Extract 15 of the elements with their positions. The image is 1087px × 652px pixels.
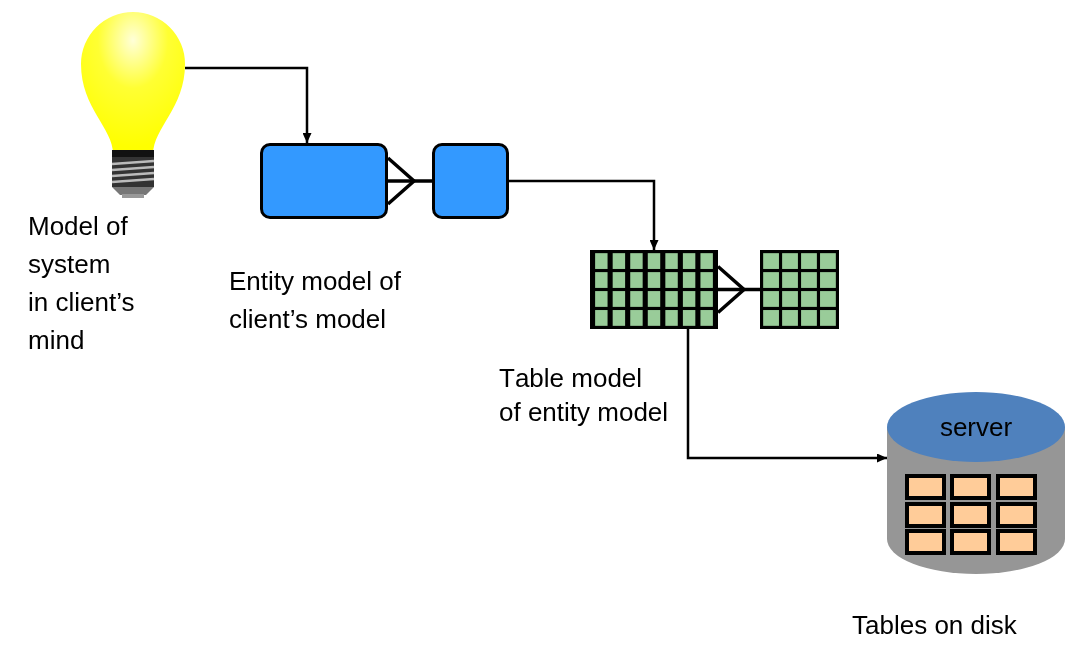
table-grid-icon	[590, 250, 718, 329]
lightbulb-illustration	[80, 12, 186, 198]
arrow	[509, 179, 659, 250]
node-caption: Model of system in client’s mind	[28, 210, 136, 357]
table-grid-icon	[760, 250, 839, 329]
node-caption: Entity model of client’s model	[229, 265, 402, 336]
node-caption: Tables on disk	[852, 609, 1017, 642]
node-caption: Table model of entity model	[499, 362, 670, 429]
arrow	[185, 66, 312, 143]
node-label: server	[939, 411, 1013, 443]
database-cylinder	[887, 392, 1065, 574]
arrow	[686, 329, 887, 463]
entity-box	[260, 143, 388, 219]
entity-box	[432, 143, 509, 219]
crows-foot-connector	[386, 156, 432, 206]
